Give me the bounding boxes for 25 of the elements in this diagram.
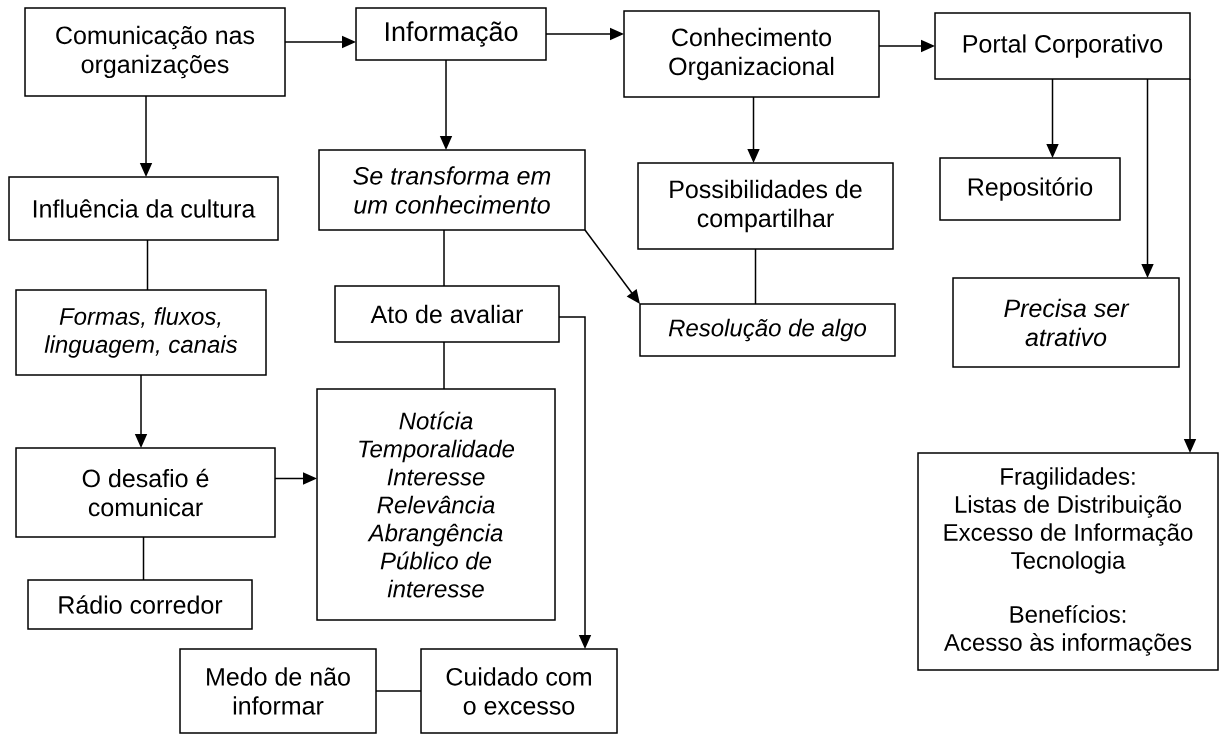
process-box: Influência da cultura bbox=[8, 176, 279, 241]
connector-line bbox=[443, 341, 445, 390]
connector-line bbox=[754, 248, 757, 305]
note-box: Precisa ser atrativo bbox=[952, 277, 1180, 368]
process-box: Cuidado com o excesso bbox=[420, 648, 618, 734]
note-box: Formas, fluxos, linguagem, canais bbox=[15, 289, 267, 376]
process-box: Repositório bbox=[939, 157, 1121, 221]
connector-line bbox=[375, 690, 422, 692]
process-box: Portal Corporativo bbox=[934, 12, 1191, 80]
process-box: Comunicação nas organizações bbox=[24, 7, 286, 97]
process-box: Ato de avaliar bbox=[334, 285, 560, 343]
process-box: Medo de não informar bbox=[179, 648, 377, 734]
process-box: Fragilidades: Listas de Distribuição Excesso de Informação Tecnologia Benefícios: Acesso às informações bbox=[917, 452, 1219, 671]
process-box: Rádio corredor bbox=[27, 579, 253, 630]
process-box: O desafio é comunicar bbox=[15, 447, 276, 538]
process-box: Informação bbox=[355, 7, 547, 61]
connector-line bbox=[443, 229, 445, 287]
note-box: Se transforma em um conhecimento bbox=[318, 149, 586, 231]
arrow bbox=[584, 229, 640, 304]
note-box: Notícia Temporalidade Interesse Relevância Abrangência Público de interesse bbox=[316, 388, 556, 621]
connector-line bbox=[146, 239, 149, 291]
process-box: Possibilidades de compartilhar bbox=[637, 162, 894, 250]
note-box: Resolução de algo bbox=[639, 303, 896, 357]
connector-line bbox=[142, 536, 145, 581]
process-box: Conhecimento Organizacional bbox=[623, 10, 880, 98]
